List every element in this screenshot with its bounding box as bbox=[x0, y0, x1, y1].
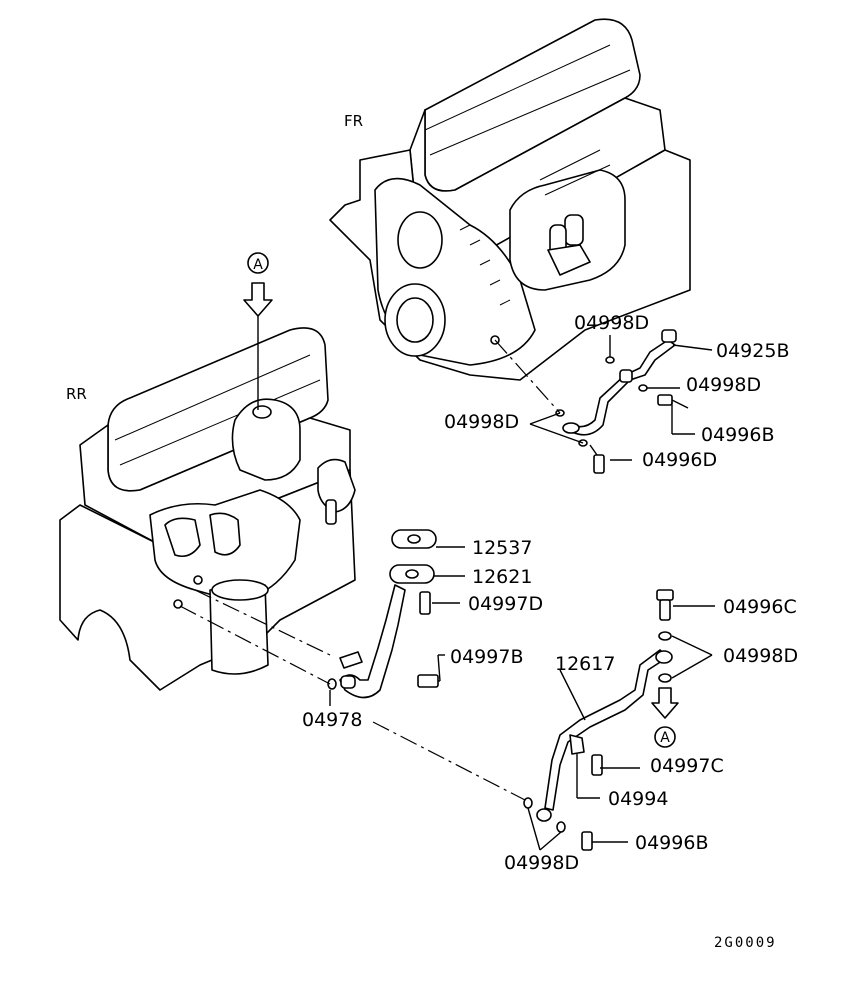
part-label: 04998D bbox=[686, 374, 761, 396]
part-label: 04997D bbox=[468, 593, 543, 615]
part-number-labels: 04998D 04925B 04998D 04998D 04996B 04996… bbox=[302, 312, 798, 874]
part-label: 04978 bbox=[302, 709, 362, 731]
part-label: 04997C bbox=[650, 755, 724, 777]
front-engine-illustration bbox=[329, 18, 691, 381]
part-label: 04998D bbox=[444, 411, 519, 433]
part-label: 12617 bbox=[555, 653, 615, 675]
part-label: 04996B bbox=[635, 832, 708, 854]
drawing-code: 2G0009 bbox=[714, 935, 777, 951]
view-labels: FR RR bbox=[66, 112, 363, 403]
part-label: 04998D bbox=[504, 852, 579, 874]
marker-a-label: A bbox=[253, 257, 263, 273]
part-label: 12621 bbox=[472, 566, 532, 588]
part-label: 04996B bbox=[701, 424, 774, 446]
part-label: 04996D bbox=[642, 449, 717, 471]
rear-engine-illustration bbox=[59, 327, 356, 691]
part-label: 04994 bbox=[608, 788, 668, 810]
marker-a-lower: A bbox=[651, 687, 679, 748]
part-label: 04996C bbox=[723, 596, 797, 618]
part-label: 04925B bbox=[716, 340, 789, 362]
front-oil-pipe-assembly bbox=[494, 329, 689, 474]
rear-oil-pipe-assembly bbox=[179, 529, 526, 801]
oil-return-pipe-assembly bbox=[523, 589, 674, 851]
leader-lines bbox=[329, 335, 715, 851]
marker-a-upper: A bbox=[243, 252, 273, 410]
part-label: 04998D bbox=[723, 645, 798, 667]
front-view-label: FR bbox=[344, 112, 363, 130]
part-label: 12537 bbox=[472, 537, 532, 559]
svg-text:A: A bbox=[660, 730, 670, 746]
rear-view-label: RR bbox=[66, 385, 87, 403]
part-label: 04997B bbox=[450, 646, 523, 668]
part-label: 04998D bbox=[574, 312, 649, 334]
